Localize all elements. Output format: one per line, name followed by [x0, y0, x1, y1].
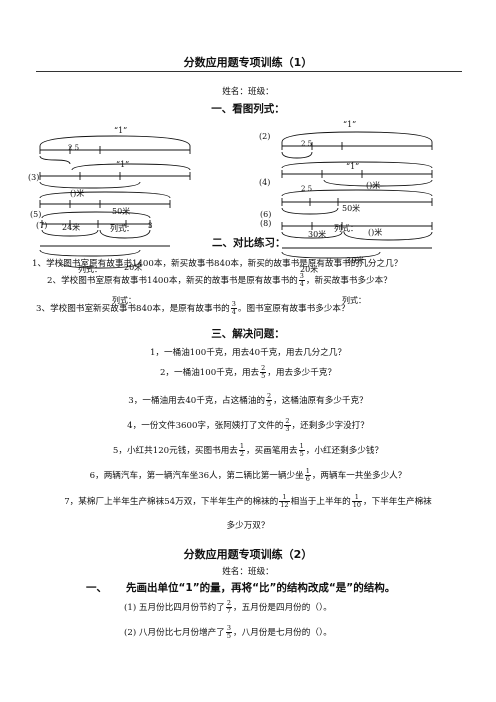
section-2-heading: 二、对比练习： — [212, 237, 286, 249]
page-title-1: 分数应用题专项训练（1） — [183, 56, 313, 69]
diagram-label-one-2: “1” — [116, 160, 130, 169]
name-class-line-2: 姓名：班级： — [222, 567, 274, 577]
diagram-label-50m: 50米 — [112, 207, 131, 216]
diagram-label-24m: 24米 — [62, 223, 81, 232]
diagram-label-fraction-right: 2 5 — [301, 140, 313, 148]
diagram-equation-right: 列式： — [334, 224, 358, 233]
problem-7-line-2: 多少万双？ — [226, 521, 270, 531]
diagram-label-mi-right-2: ()米 — [368, 228, 383, 237]
part2-section-1-heading: 先画出单位“1”的量，再将“比”的结构改成“是”的结构。 — [126, 582, 396, 594]
diagram-equation-left: 列式： — [110, 224, 134, 233]
section-1-heading: 一、看图列式： — [211, 103, 285, 115]
diagram-label-30m-right: 30米 — [346, 256, 365, 265]
diagram-label-mi-right: ()米 — [366, 181, 381, 190]
diagram-number-6: (6) — [260, 210, 272, 219]
section-3-heading: 三、解决问题： — [211, 328, 285, 340]
page-title-2: 分数应用题专项训练（2） — [183, 548, 313, 561]
diagram-left-lower — [39, 245, 170, 269]
diagram-number-7: (7) — [36, 221, 48, 230]
name-class-line-1: 姓名：班级： — [222, 87, 274, 97]
diagram-label-one: “1” — [114, 126, 128, 135]
diagram-label-one-3: “1” — [346, 162, 360, 171]
diagram-equation-right-3: 列式： — [342, 296, 366, 305]
diagram-label-30m: 30米 — [308, 230, 327, 239]
diagram-number-3: (3) — [28, 173, 40, 182]
diagram-label-mi-left: ()米 — [70, 189, 85, 198]
title-rule — [36, 71, 462, 72]
comparison-1: 1、学校图书室原有故事书1400本，新买故事书840本，新买的故事书是原有故事书… — [32, 259, 403, 269]
diagram-label-50m-right: 50米 — [342, 204, 361, 213]
diagram-label-20m-left: 20米 — [124, 263, 143, 272]
diagram-number-2: (2) — [259, 132, 271, 141]
diagram-label-20m: 20米 — [300, 265, 319, 274]
diagram-label-fraction: 2 5 — [68, 144, 80, 152]
diagram-label-one-right: “1” — [343, 120, 357, 129]
diagram-number-8: (8) — [260, 219, 272, 228]
diagram-label-three: 3 — [148, 222, 153, 230]
diagram-number-4: (4) — [259, 178, 271, 187]
diagram-right — [281, 131, 433, 259]
part2-section-1-num: 一、 — [86, 582, 107, 594]
line-segment-diagrams — [39, 131, 433, 269]
diagram-label-fraction-right-2: 2 5 — [301, 185, 313, 193]
diagram-left — [39, 135, 191, 239]
diagram-number-5: (5) — [30, 210, 42, 219]
diagram-equation-left-3: 列式： — [112, 296, 136, 305]
problem-1: 1，一桶油100千克，用去40千克，用去几分之几？ — [149, 348, 347, 358]
diagram-equation-left-2: 列式： — [78, 265, 102, 274]
